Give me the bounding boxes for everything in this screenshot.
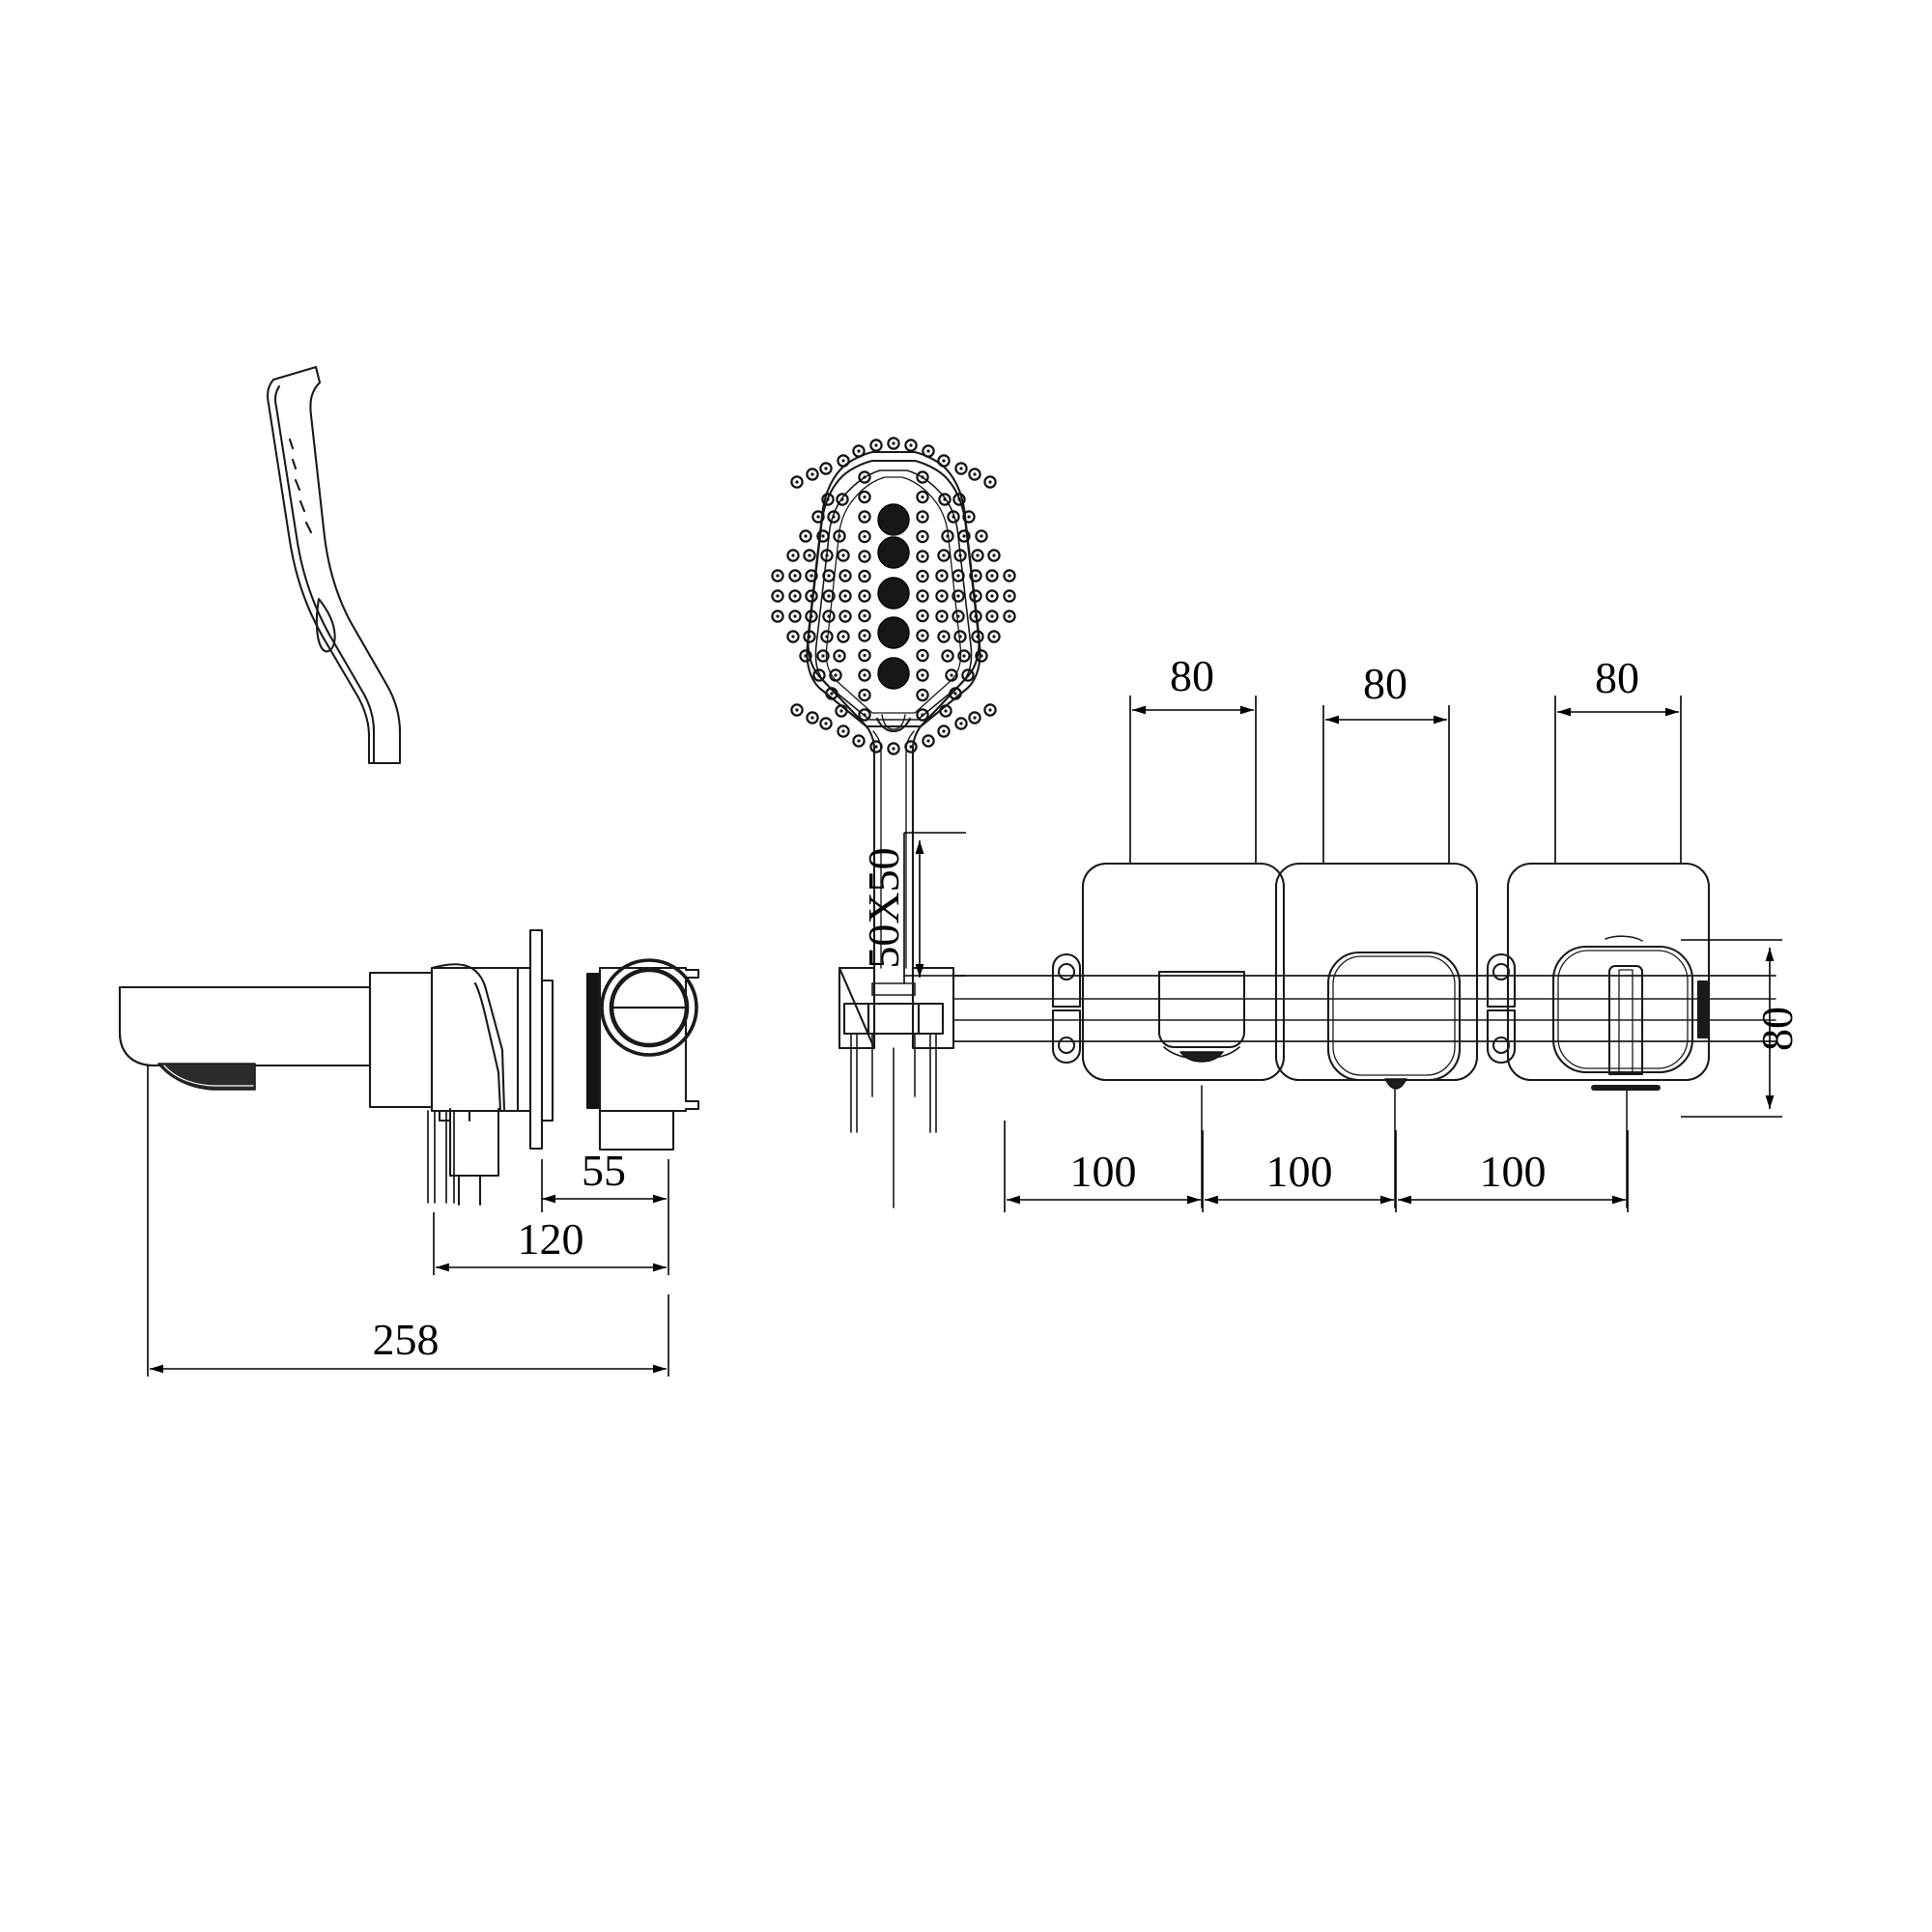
dim-label-80v: 80 xyxy=(1752,1007,1802,1051)
gasket-side xyxy=(585,972,602,1110)
wall-flange-side xyxy=(516,928,554,1151)
shower-head-front xyxy=(771,437,1016,755)
dim-label-80a: 80 xyxy=(1170,651,1214,700)
dim-label-55: 55 xyxy=(582,1146,626,1195)
dim-label-100c: 100 xyxy=(1480,1147,1547,1196)
square-plate-1 xyxy=(1081,862,1286,1208)
spout-side xyxy=(118,985,372,1091)
handheld-handle-front xyxy=(865,714,923,970)
handheld-wall-bracket xyxy=(838,966,955,1208)
manifold-bar xyxy=(952,975,1776,1042)
shower-nozzles xyxy=(771,437,1016,755)
side-view-dimensions xyxy=(147,1065,669,1377)
mixer-body-side xyxy=(430,963,520,1207)
dim-label-120: 120 xyxy=(518,1214,584,1264)
valve-housing-side xyxy=(598,966,700,1151)
spout-shoulder xyxy=(368,971,434,1109)
dim-label-258: 258 xyxy=(373,1315,440,1364)
dim-label-50x50: 50X50 xyxy=(859,847,908,968)
front-view-group xyxy=(771,437,1776,1208)
square-plate-3 xyxy=(1506,862,1711,1208)
front-view-dimensions xyxy=(903,696,1782,1212)
dim-label-100b: 100 xyxy=(1266,1147,1333,1196)
square-plate-2 xyxy=(1274,862,1479,1208)
side-view-group xyxy=(118,365,700,1207)
center-jets xyxy=(877,503,910,690)
dim-label-80b: 80 xyxy=(1363,659,1407,708)
pipes-side xyxy=(427,1110,455,1204)
dim-label-100a: 100 xyxy=(1070,1147,1137,1196)
handheld-shower-side-profile xyxy=(267,365,402,765)
dim-label-80c: 80 xyxy=(1595,653,1639,702)
round-handle-side xyxy=(600,958,698,1057)
mounting-lugs xyxy=(1051,952,1517,1065)
